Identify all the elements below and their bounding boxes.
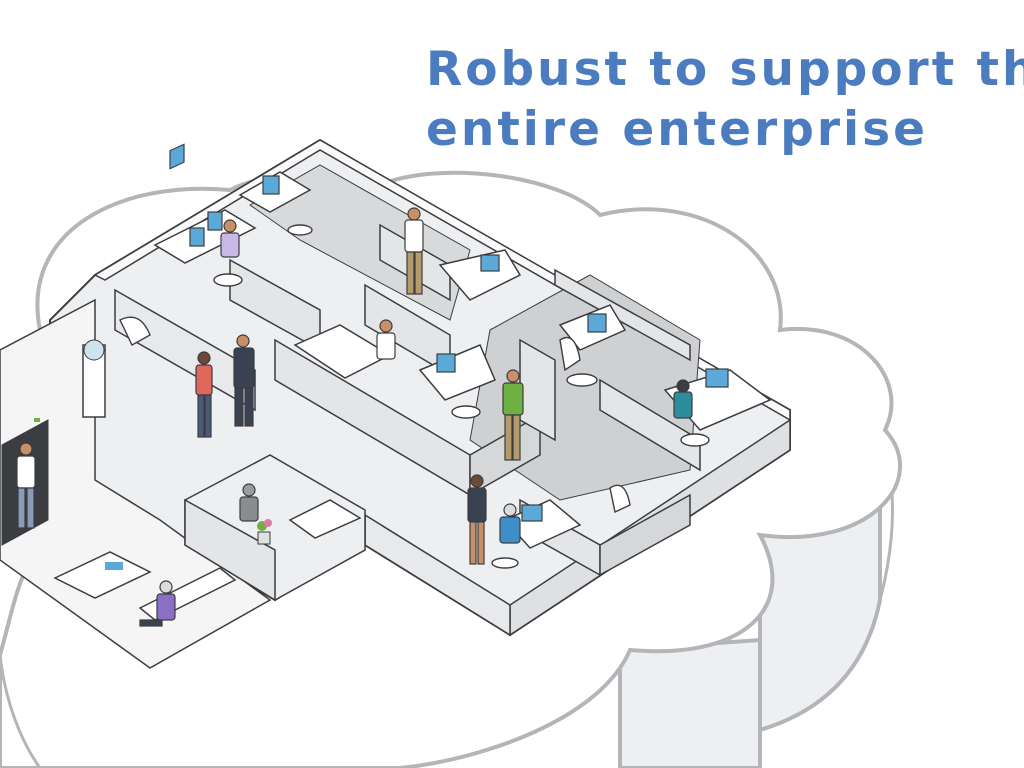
slide-title-line-2: entire enterprise bbox=[426, 102, 928, 157]
people bbox=[16, 207, 693, 627]
slide-title-line-1: Robust to support the bbox=[426, 42, 1024, 97]
slide-title: Robust to support the entire enterprise bbox=[426, 40, 1024, 160]
plant bbox=[257, 519, 272, 545]
